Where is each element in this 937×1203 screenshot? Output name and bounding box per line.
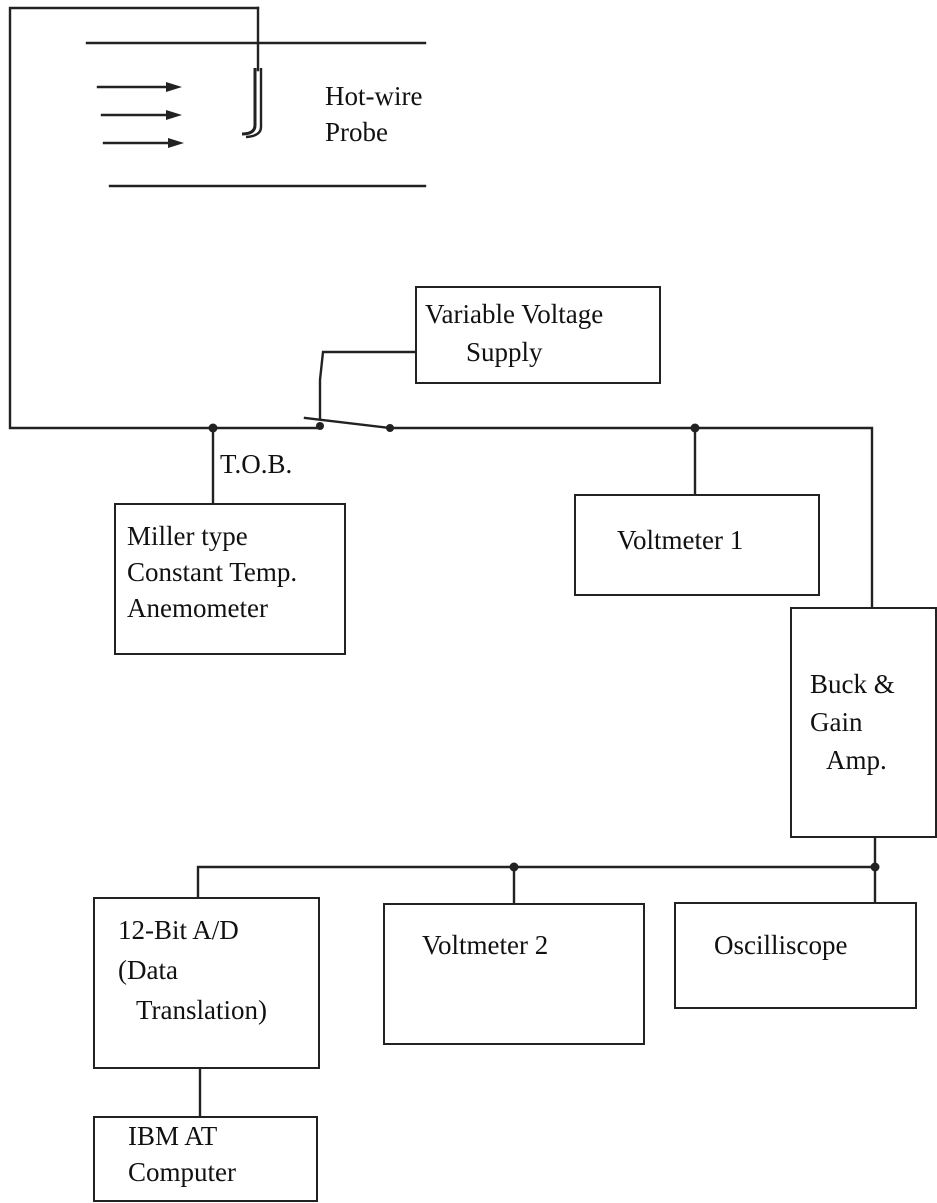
anemometer-box: [114, 503, 346, 655]
flow-arrows: [96, 85, 174, 145]
voltmeter2-label: Voltmeter 2: [422, 930, 549, 960]
lower-bus: [196, 865, 877, 899]
supply-lead: [318, 350, 417, 420]
computer-label-line1: IBM AT: [128, 1121, 218, 1151]
anemometer-label-line2: Constant Temp.: [127, 557, 298, 587]
flow-arrowhead-2: [166, 110, 182, 120]
anemometer-label-line3: Anemometer: [127, 593, 268, 623]
junction-voltmeter1: [690, 423, 700, 433]
variable-voltage-supply-box: [415, 286, 661, 384]
amp-label-line1: Buck &: [810, 669, 895, 699]
oscilloscope-box: [674, 902, 917, 1009]
amp-label-line2: Gain: [810, 707, 863, 737]
junction-voltmeter2: [509, 862, 519, 872]
adc-label-line1: 12-Bit A/D: [118, 915, 239, 945]
adc-box: [93, 897, 320, 1069]
flow-arrowhead-3: [168, 138, 184, 148]
amp-label-line3: Amp.: [826, 745, 887, 775]
adc-label-line3: Translation): [136, 995, 268, 1025]
adc-label-line2: (Data: [118, 955, 178, 985]
anemometer-label-line1: Miller type: [127, 521, 248, 551]
flow-arrowhead-1: [166, 82, 182, 92]
main-bus-right: [388, 426, 874, 639]
probe-label-line2: Probe: [325, 117, 388, 147]
computer-box: [93, 1116, 318, 1202]
oscilloscope-label: Oscilliscope: [714, 930, 848, 960]
hot-wire-probe: [241, 68, 257, 136]
buck-gain-amp-box: [790, 607, 937, 838]
junction-switch-right: [386, 424, 394, 432]
voltmeter2-box: [383, 903, 645, 1045]
probe-lead-wire: [8, 6, 322, 430]
switch-blade: [303, 416, 392, 430]
computer-label-line2: Computer: [128, 1157, 236, 1187]
voltmeter1-box: [574, 494, 820, 596]
junction-tob: [208, 423, 218, 433]
supply-label-line2: Supply: [466, 337, 543, 367]
junction-amp-out: [870, 862, 880, 872]
junction-switch-left: [316, 422, 324, 430]
voltmeter1-label: Voltmeter 1: [617, 525, 744, 555]
tob-label: T.O.B.: [220, 449, 293, 479]
probe-label-line1: Hot-wire: [325, 81, 423, 111]
supply-label-line1: Variable Voltage: [425, 299, 604, 329]
